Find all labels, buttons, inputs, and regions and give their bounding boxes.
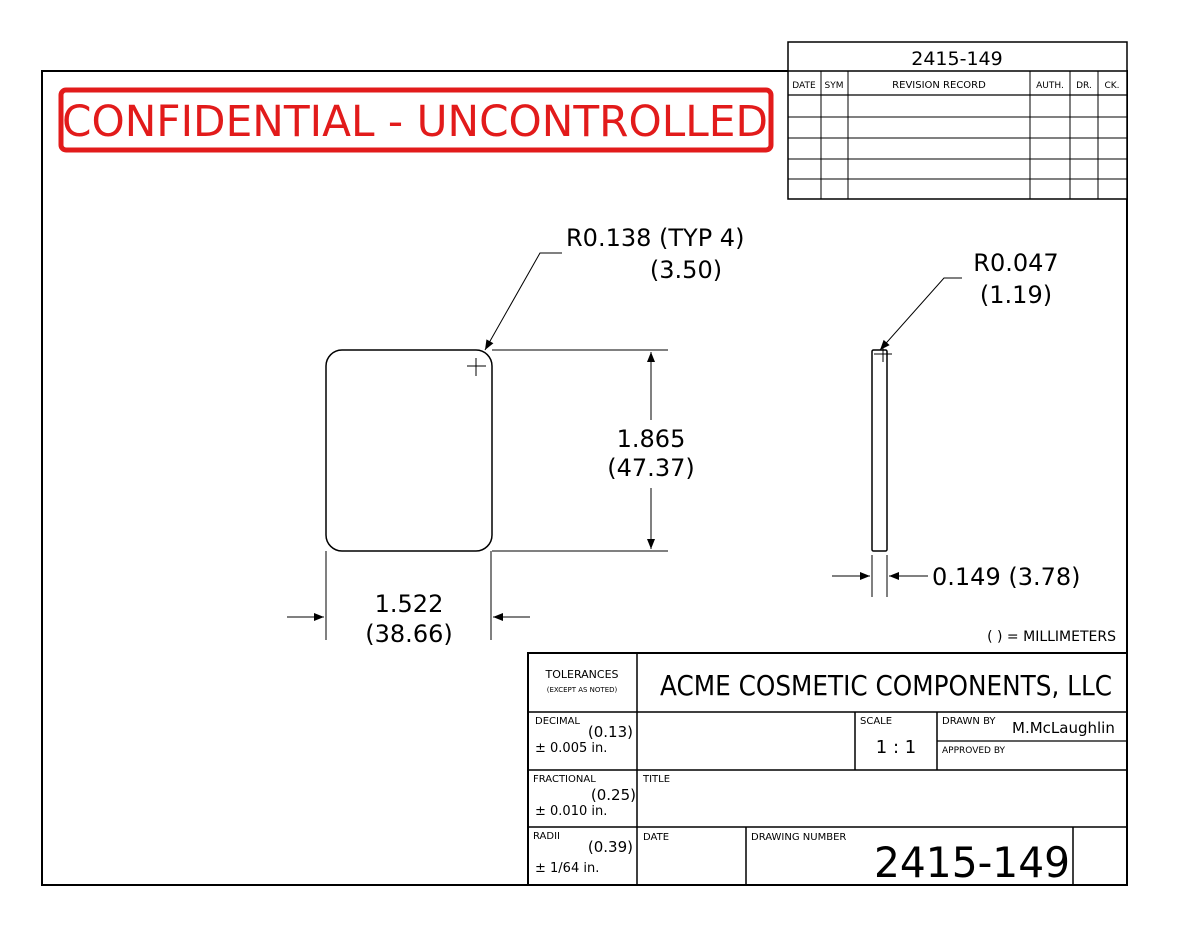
radii-label: RADII bbox=[533, 831, 560, 842]
height-mm: (47.37) bbox=[607, 454, 694, 482]
side-profile bbox=[871, 349, 888, 552]
revision-drawing-number: 2415-149 bbox=[911, 48, 1002, 70]
title-block: TOLERANCES (EXCEPT AS NOTED) ACME COSMET… bbox=[527, 652, 1128, 887]
scale-label: SCALE bbox=[860, 716, 892, 727]
width-mm: (38.66) bbox=[365, 620, 452, 648]
radii-mm: (0.39) bbox=[588, 838, 633, 856]
rev-header-sym: SYM bbox=[825, 81, 844, 91]
edge-radius-label: R0.047 bbox=[973, 249, 1058, 277]
title-label: TITLE bbox=[642, 774, 670, 785]
decimal-label: DECIMAL bbox=[535, 716, 580, 727]
stamp-text: CONFIDENTIAL - UNCONTROLLED bbox=[62, 97, 768, 147]
plate-outline bbox=[325, 349, 493, 552]
company-name: ACME COSMETIC COMPONENTS, LLC bbox=[660, 669, 1112, 702]
scale-value: 1 : 1 bbox=[876, 737, 916, 758]
date-label: DATE bbox=[643, 832, 669, 843]
rev-header-ck: CK. bbox=[1104, 81, 1119, 91]
tolerances-note: (EXCEPT AS NOTED) bbox=[547, 686, 618, 694]
drawing-number: 2415-149 bbox=[874, 838, 1070, 887]
rev-header-record: REVISION RECORD bbox=[892, 80, 986, 91]
corner-radius-label: R0.138 (TYP 4) bbox=[566, 224, 744, 252]
side-view: 0.149 (3.78) R0.047 (1.19) bbox=[832, 249, 1081, 597]
fractional-label: FRACTIONAL bbox=[533, 774, 596, 785]
revision-block: 2415-149 DATE SYM REVISION RECORD AUTH. … bbox=[787, 41, 1128, 200]
edge-radius-mm: (1.19) bbox=[980, 281, 1052, 309]
corner-radius-leader bbox=[484, 252, 562, 351]
drawing-number-label: DRAWING NUMBER bbox=[751, 832, 846, 843]
width-value: 1.522 bbox=[375, 590, 444, 618]
fractional-tolerance: ± 0.010 in. bbox=[535, 804, 607, 819]
radius-center-mark bbox=[467, 358, 486, 376]
units-note: ( ) = MILLIMETERS bbox=[987, 629, 1116, 645]
drawn-by-value: M.McLaughlin bbox=[1012, 719, 1115, 737]
height-value: 1.865 bbox=[617, 425, 686, 453]
confidential-stamp: CONFIDENTIAL - UNCONTROLLED bbox=[58, 87, 774, 153]
radii-tolerance: ± 1/64 in. bbox=[535, 861, 599, 876]
rev-header-auth: AUTH. bbox=[1036, 81, 1064, 91]
rev-header-dr: DR. bbox=[1076, 81, 1092, 91]
edge-radius-leader bbox=[879, 277, 962, 351]
rev-header-date: DATE bbox=[792, 81, 816, 91]
decimal-mm: (0.13) bbox=[588, 723, 633, 741]
approved-by-label: APPROVED BY bbox=[942, 746, 1006, 756]
fractional-mm: (0.25) bbox=[591, 786, 636, 804]
decimal-tolerance: ± 0.005 in. bbox=[535, 741, 607, 756]
corner-radius-mm: (3.50) bbox=[650, 256, 722, 284]
thickness-value: 0.149 (3.78) bbox=[932, 563, 1081, 591]
edge-center-mark bbox=[874, 346, 892, 362]
front-view: 1.865 (47.37) 1.522 (38.66) R0.138 (TYP … bbox=[287, 224, 744, 648]
tolerances-label: TOLERANCES bbox=[544, 668, 618, 681]
drawn-by-label: DRAWN BY bbox=[942, 716, 996, 727]
